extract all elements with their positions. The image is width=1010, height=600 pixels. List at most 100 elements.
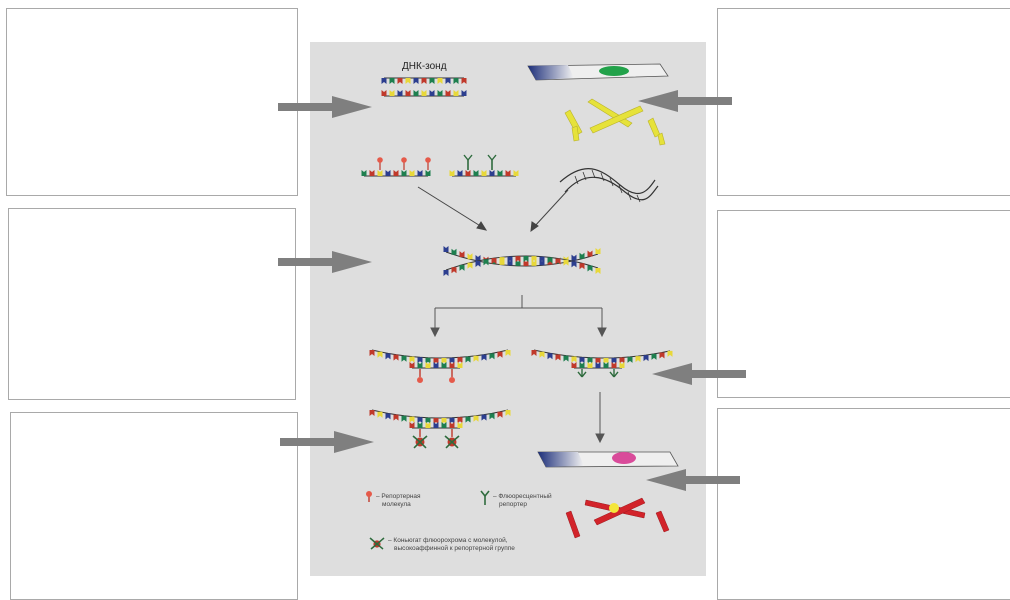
dna-base — [444, 246, 449, 252]
dna-base — [452, 249, 457, 255]
dna-base — [460, 251, 465, 257]
dna-base — [394, 170, 399, 176]
dna-base — [498, 170, 503, 176]
dna-base — [458, 357, 463, 363]
dna-base — [418, 362, 423, 368]
dna-base — [418, 357, 423, 363]
dna-base — [466, 417, 471, 423]
dna-base — [418, 422, 423, 428]
dna-base — [532, 256, 537, 262]
dna-base — [476, 261, 481, 267]
dna-base — [490, 170, 495, 176]
dna-base — [516, 256, 521, 262]
arrow-right-2 — [278, 251, 372, 273]
labeled-probe-red — [362, 157, 431, 176]
dna-base — [580, 357, 585, 363]
dna-base — [506, 170, 511, 176]
dna-base — [506, 410, 511, 416]
dna-base — [442, 422, 447, 428]
dna-base — [370, 170, 375, 176]
dna-base — [402, 356, 407, 362]
dna-base — [564, 260, 569, 266]
dna-base — [588, 251, 593, 257]
dna-base — [636, 356, 641, 362]
dna-base — [386, 170, 391, 176]
dna-base — [596, 268, 601, 274]
microscope-slide-pink — [538, 452, 678, 467]
dna-base — [468, 253, 473, 259]
dna-base — [532, 350, 537, 356]
dna-base — [446, 78, 451, 84]
dna-base — [548, 353, 553, 359]
legend-reporter-line1: – Репортерная — [376, 493, 421, 501]
dna-base — [466, 357, 471, 363]
dna-base — [444, 270, 449, 276]
dna-base — [426, 422, 431, 428]
dna-base — [450, 170, 455, 176]
legend-fluor-line2: репортер — [493, 501, 552, 509]
dna-base — [410, 422, 415, 428]
legend-reporter: – Репортерная молекула — [376, 493, 421, 508]
dna-base — [620, 357, 625, 363]
dna-base — [564, 356, 569, 362]
dna-base — [588, 265, 593, 271]
dna-base — [482, 170, 487, 176]
dna-base — [628, 357, 633, 363]
dna-base — [382, 78, 387, 84]
dna-base — [484, 259, 489, 265]
dna-base — [370, 350, 375, 356]
legend-reporter-symbol — [366, 491, 372, 502]
dna-base — [462, 90, 467, 96]
legend-fluor-symbol — [481, 491, 489, 505]
converge-arrows — [418, 187, 568, 231]
dna-base — [386, 413, 391, 419]
dna-base — [414, 78, 419, 84]
dna-base — [498, 412, 503, 418]
dna-base — [378, 170, 383, 176]
dna-base — [540, 352, 545, 358]
dna-base — [572, 261, 577, 267]
dna-base — [386, 353, 391, 359]
dna-base — [572, 357, 577, 363]
legend-conjugate-line1: – Коньюгат флюорохрома с молекулой, — [388, 537, 515, 545]
dna-base — [426, 170, 431, 176]
legend-conjugate-symbol — [370, 538, 384, 549]
dna-base — [474, 356, 479, 362]
dna-base — [406, 90, 411, 96]
dna-base — [410, 362, 415, 368]
dna-base — [514, 170, 519, 176]
dna-base — [652, 354, 657, 360]
dna-base — [422, 78, 427, 84]
dna-base — [572, 255, 577, 261]
dna-base — [394, 355, 399, 361]
dna-base — [454, 90, 459, 96]
dna-base — [394, 415, 399, 421]
dna-base — [410, 417, 415, 423]
dna-base — [426, 362, 431, 368]
labeled-probe-green — [450, 155, 519, 176]
dna-base — [418, 417, 423, 423]
dna-base — [390, 90, 395, 96]
dna-base — [458, 422, 463, 428]
dna-base — [460, 265, 465, 271]
legend-fluor: – Флюоресцентный репортер — [493, 493, 552, 508]
legend-conjugate: – Коньюгат флюорохрома с молекулой, высо… — [388, 537, 515, 552]
dna-base — [482, 415, 487, 421]
legend-fluor-line1: – Флюоресцентный — [493, 493, 552, 501]
dna-base — [458, 362, 463, 368]
dna-base — [362, 170, 367, 176]
dna-base — [438, 78, 443, 84]
dna-base — [378, 412, 383, 418]
dna-base — [644, 355, 649, 361]
dna-base — [382, 90, 387, 96]
dna-base — [668, 351, 673, 357]
dna-base — [434, 362, 439, 368]
annotation-arrows — [278, 90, 746, 491]
dna-base — [410, 170, 415, 176]
dna-base — [390, 78, 395, 84]
dna-base — [450, 362, 455, 368]
dna-base — [604, 362, 609, 368]
dna-base — [398, 78, 403, 84]
dna-base — [612, 362, 617, 368]
dna-helix — [560, 169, 658, 202]
